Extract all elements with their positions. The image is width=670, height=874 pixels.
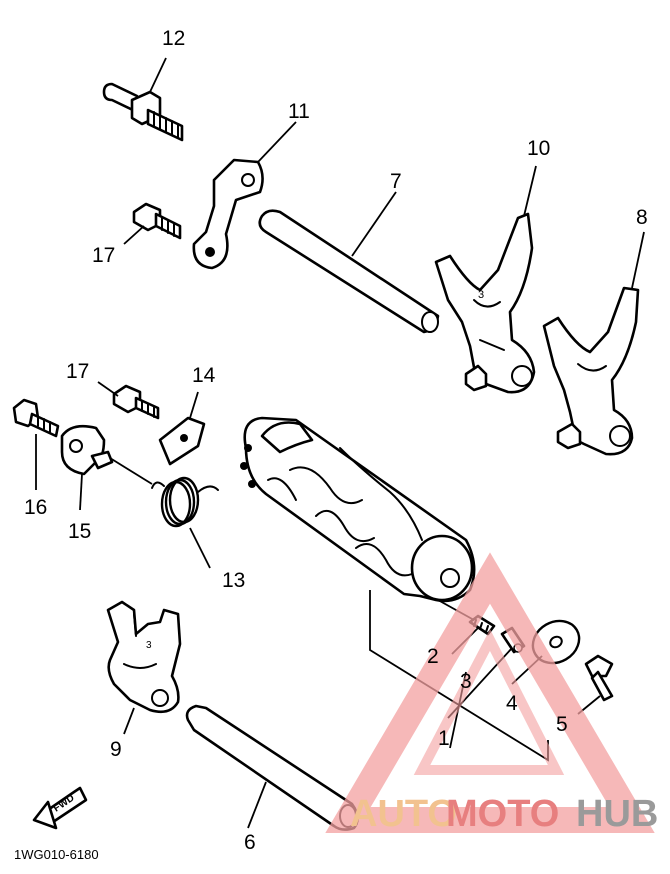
automotohub-watermark: AUTO MOTO HUB: [325, 552, 658, 835]
callout-17a: 17: [92, 244, 115, 267]
shift-fork-8: [542, 286, 640, 456]
torsion-spring-13: [151, 476, 219, 528]
callout-5: 5: [556, 713, 568, 736]
callout-12: 12: [162, 27, 185, 50]
plate-14: [158, 416, 206, 466]
leader-14: [189, 391, 199, 419]
watermark-auto: AUTO: [350, 793, 457, 835]
fork-guide-bar-6: [185, 704, 359, 831]
fwd-direction-badge: FWD: [32, 786, 88, 830]
bolt-17b: [112, 384, 160, 420]
leader-12: [149, 57, 167, 93]
watermark-moto: MOTO: [446, 793, 559, 835]
callout-13: 13: [222, 569, 245, 592]
stopper-plate-11: [192, 158, 264, 270]
leader-6: [247, 781, 267, 829]
leader-7: [351, 191, 397, 257]
callout-2: 2: [427, 645, 439, 668]
callout-9: 9: [110, 738, 122, 761]
leader-9: [123, 707, 135, 735]
svg-text:3: 3: [146, 640, 152, 651]
callout-17b: 17: [66, 360, 89, 383]
fork-guide-bar-7: [258, 209, 440, 334]
callout-6: 6: [244, 831, 256, 854]
callout-3: 3: [460, 670, 472, 693]
screw-5: [584, 654, 614, 702]
watermark-hub: HUB: [576, 793, 658, 835]
leader-17b: [97, 381, 119, 397]
leader-10: [523, 165, 537, 217]
shift-fork-9: 3: [106, 600, 182, 714]
callout-11: 11: [288, 100, 310, 123]
callout-10: 10: [527, 137, 550, 160]
leader-8: [631, 231, 645, 289]
leader-11: [257, 121, 297, 163]
leader-15: [79, 473, 83, 511]
callout-14: 14: [192, 364, 216, 387]
callout-8: 8: [636, 206, 648, 229]
svg-text:3: 3: [478, 289, 484, 301]
leader-13: [189, 527, 211, 569]
shift-fork-10: 3: [434, 212, 536, 394]
leader-17a: [123, 225, 145, 245]
callout-15: 15: [68, 520, 91, 543]
spring-link: [109, 457, 153, 485]
bolt-16: [12, 398, 60, 438]
callout-16: 16: [24, 496, 47, 519]
callout-1: 1: [438, 727, 450, 750]
shift-drum: [240, 416, 476, 603]
drawing-code: 1WG010-6180: [14, 847, 99, 862]
bolt-17a: [132, 202, 182, 240]
callout-4: 4: [506, 692, 518, 715]
stud-bolt-12: [102, 82, 184, 142]
stopper-lever-15: [60, 424, 114, 476]
callout-7: 7: [390, 170, 402, 193]
